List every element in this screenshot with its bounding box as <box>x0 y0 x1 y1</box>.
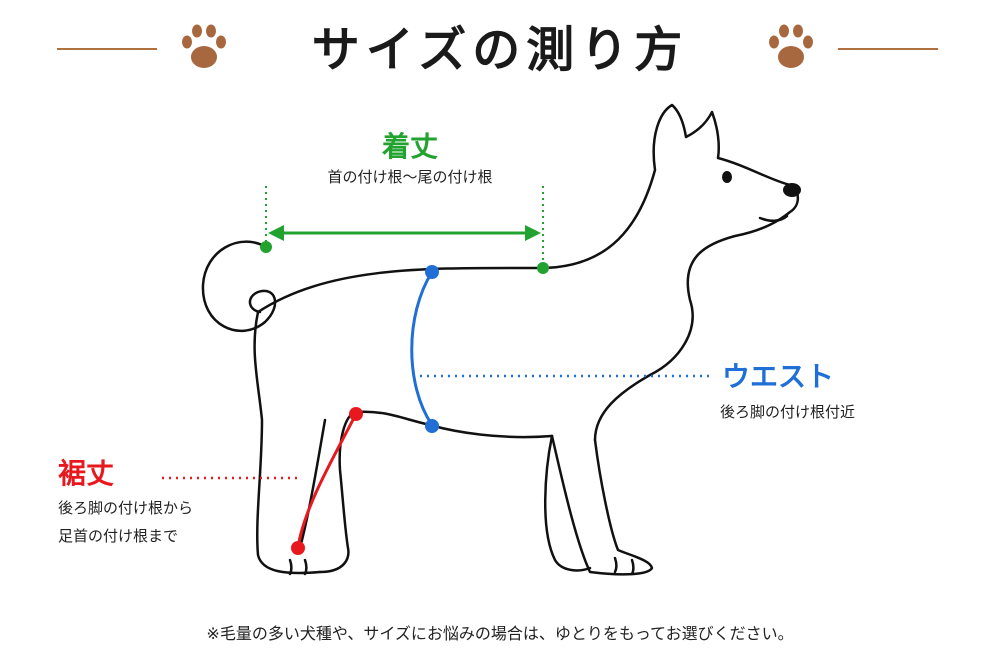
page-title: サイズの測り方 <box>311 22 689 78</box>
left-paw-icon <box>182 24 226 68</box>
length-label: 着丈 <box>381 130 438 163</box>
footer-note: ※毛量の多い犬種や、サイズにお悩みの場合は、ゆとりをもってお選びください。 <box>206 624 794 643</box>
right-paw-icon <box>769 24 813 68</box>
left-decor-line <box>57 48 157 50</box>
dog-hind-leg <box>253 310 322 575</box>
dog-back-outline <box>256 103 800 442</box>
hem-desc-line1: 後ろ脚の付け根から <box>58 499 194 517</box>
right-decor-line <box>838 48 938 50</box>
dog-front-leg <box>550 434 654 576</box>
hem-measurement <box>162 407 363 555</box>
dog-tail <box>201 240 277 333</box>
waist-measurement <box>410 265 710 433</box>
waist-label: ウエスト <box>722 360 835 393</box>
length-desc: 首の付け根〜尾の付け根 <box>327 168 493 186</box>
dog-front-leg-back <box>544 434 592 572</box>
hem-label: 裾丈 <box>58 457 115 490</box>
waist-desc: 後ろ脚の付け根付近 <box>720 403 856 421</box>
dog-belly <box>318 410 554 574</box>
hem-desc-line2: 足首の付け根まで <box>58 527 179 545</box>
length-measurement <box>260 186 549 274</box>
